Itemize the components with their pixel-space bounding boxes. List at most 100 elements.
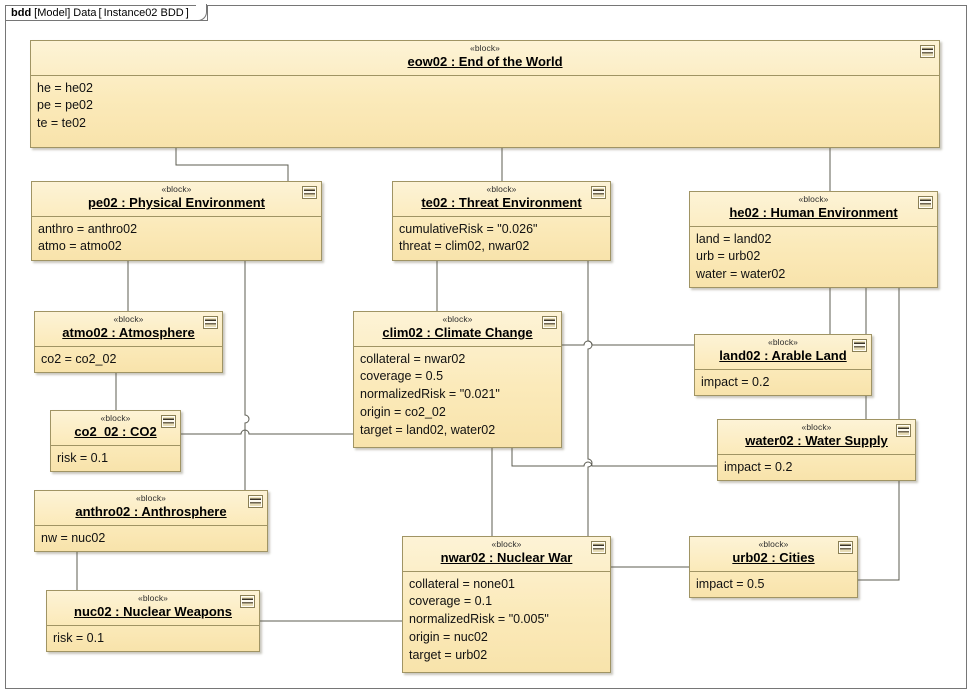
attribute-row: target = land02, water02 — [360, 422, 496, 437]
attribute-row: he = he02 — [37, 80, 93, 95]
block-header-co2_02: «block» co2_02 : CO2 — [51, 411, 180, 446]
block-compartment-icon[interactable] — [240, 595, 255, 608]
block-attributes-te02: cumulativeRisk = "0.026" threat = clim02… — [393, 217, 610, 260]
stereotype-label: «block» — [801, 422, 832, 432]
block-title: anthro02 : Anthrosphere — [75, 503, 227, 519]
attribute-row: impact = 0.5 — [696, 576, 765, 591]
block-compartment-icon[interactable] — [838, 541, 853, 554]
block-urb02[interactable]: «block» urb02 : Cities impact = 0.5 — [689, 536, 858, 598]
block-title: atmo02 : Atmosphere — [62, 324, 195, 340]
diagram-bracket-open: [ — [98, 6, 102, 19]
attribute-row: origin = co2_02 — [360, 404, 446, 419]
stereotype-label: «block» — [136, 493, 166, 503]
block-title: eow02 : End of the World — [407, 53, 563, 69]
block-header-urb02: «block» urb02 : Cities — [690, 537, 857, 572]
block-anthro02[interactable]: «block» anthro02 : Anthrosphere nw = nuc… — [34, 490, 268, 552]
attribute-row: cumulativeRisk = "0.026" — [399, 221, 538, 236]
stereotype-label: «block» — [798, 194, 829, 204]
block-title: water02 : Water Supply — [745, 432, 888, 448]
stereotype-label: «block» — [491, 539, 522, 549]
attribute-row: coverage = 0.5 — [360, 369, 444, 384]
attribute-row: te = te02 — [37, 116, 86, 131]
block-header-anthro02: «block» anthro02 : Anthrosphere — [35, 491, 267, 526]
attribute-row: anthro = anthro02 — [38, 221, 138, 236]
attribute-row: urb = urb02 — [696, 249, 761, 264]
stereotype-label: «block» — [470, 43, 500, 53]
attribute-row: land = land02 — [696, 231, 772, 246]
block-land02[interactable]: «block» land02 : Arable Land impact = 0.… — [694, 334, 872, 396]
attribute-row: collateral = none01 — [409, 576, 515, 591]
block-te02[interactable]: «block» te02 : Threat Environment cumula… — [392, 181, 611, 261]
block-compartment-icon[interactable] — [852, 339, 867, 352]
stereotype-label: «block» — [161, 184, 192, 194]
block-title: land02 : Arable Land — [719, 347, 847, 363]
block-header-nwar02: «block» nwar02 : Nuclear War — [403, 537, 610, 572]
block-nwar02[interactable]: «block» nwar02 : Nuclear War collateral … — [402, 536, 611, 673]
block-header-water02: «block» water02 : Water Supply — [718, 420, 915, 455]
diagram-name-label: Instance02 BDD — [103, 6, 184, 19]
block-co2_02[interactable]: «block» co2_02 : CO2 risk = 0.1 — [50, 410, 181, 472]
attribute-row: water = water02 — [696, 267, 786, 282]
attribute-row: impact = 0.2 — [724, 459, 793, 474]
block-compartment-icon[interactable] — [896, 424, 911, 437]
block-title: co2_02 : CO2 — [74, 423, 157, 439]
block-compartment-icon[interactable] — [161, 415, 176, 428]
block-water02[interactable]: «block» water02 : Water Supply impact = … — [717, 419, 916, 481]
block-header-te02: «block» te02 : Threat Environment — [393, 182, 610, 217]
attribute-row: normalizedRisk = "0.005" — [409, 612, 549, 627]
stereotype-label: «block» — [138, 593, 168, 603]
block-header-clim02: «block» clim02 : Climate Change — [354, 312, 561, 347]
block-attributes-clim02: collateral = nwar02 coverage = 0.5 norma… — [354, 347, 561, 445]
block-attributes-co2_02: risk = 0.1 — [51, 446, 180, 471]
block-attributes-he02: land = land02 urb = urb02 water = water0… — [690, 227, 937, 287]
attribute-row: collateral = nwar02 — [360, 351, 466, 366]
attribute-row: pe = pe02 — [37, 98, 93, 113]
block-title: nuc02 : Nuclear Weapons — [74, 603, 232, 619]
block-nuc02[interactable]: «block» nuc02 : Nuclear Weapons risk = 0… — [46, 590, 260, 652]
block-eow02[interactable]: «block» eow02 : End of the World he = he… — [30, 40, 940, 148]
block-attributes-nuc02: risk = 0.1 — [47, 626, 259, 651]
block-pe02[interactable]: «block» pe02 : Physical Environment anth… — [31, 181, 322, 261]
block-compartment-icon[interactable] — [203, 316, 218, 329]
block-title: nwar02 : Nuclear War — [440, 549, 573, 565]
block-header-land02: «block» land02 : Arable Land — [695, 335, 871, 370]
block-compartment-icon[interactable] — [248, 495, 263, 508]
stereotype-label: «block» — [768, 337, 798, 347]
stereotype-label: «block» — [113, 314, 144, 324]
block-compartment-icon[interactable] — [302, 186, 317, 199]
block-attributes-land02: impact = 0.2 — [695, 370, 871, 395]
attribute-row: impact = 0.2 — [701, 374, 770, 389]
frame-tab-corner — [195, 4, 207, 21]
attribute-row: normalizedRisk = "0.021" — [360, 387, 500, 402]
diagram-frame-label: bdd [Model] Data [ Instance02 BDD ] — [5, 4, 208, 21]
block-compartment-icon[interactable] — [591, 186, 606, 199]
block-attributes-nwar02: collateral = none01 coverage = 0.1 norma… — [403, 572, 610, 670]
block-compartment-icon[interactable] — [918, 196, 933, 209]
block-atmo02[interactable]: «block» atmo02 : Atmosphere co2 = co2_02 — [34, 311, 223, 373]
attribute-row: atmo = atmo02 — [38, 239, 122, 254]
block-attributes-pe02: anthro = anthro02 atmo = atmo02 — [32, 217, 321, 260]
stereotype-label: «block» — [442, 314, 473, 324]
block-title: pe02 : Physical Environment — [87, 194, 265, 210]
block-clim02[interactable]: «block» clim02 : Climate Change collater… — [353, 311, 562, 448]
attribute-row: nw = nuc02 — [41, 530, 106, 545]
stereotype-label: «block» — [758, 539, 789, 549]
block-compartment-icon[interactable] — [920, 45, 935, 58]
block-title: te02 : Threat Environment — [421, 194, 582, 210]
block-compartment-icon[interactable] — [591, 541, 606, 554]
block-header-pe02: «block» pe02 : Physical Environment — [32, 182, 321, 217]
block-he02[interactable]: «block» he02 : Human Environment land = … — [689, 191, 938, 288]
attribute-row: risk = 0.1 — [57, 450, 109, 465]
diagram-kind-label: bdd — [11, 6, 32, 19]
block-header-nuc02: «block» nuc02 : Nuclear Weapons — [47, 591, 259, 626]
diagram-package-label: [Model] Data — [34, 6, 97, 19]
stereotype-label: «block» — [486, 184, 517, 194]
stereotype-label: «block» — [100, 413, 131, 423]
block-attributes-urb02: impact = 0.5 — [690, 572, 857, 597]
attribute-row: origin = nuc02 — [409, 629, 488, 644]
attribute-row: target = urb02 — [409, 647, 488, 662]
diagram-bracket-close: ] — [185, 6, 189, 19]
block-header-he02: «block» he02 : Human Environment — [690, 192, 937, 227]
block-compartment-icon[interactable] — [542, 316, 557, 329]
block-header-eow02: «block» eow02 : End of the World — [31, 41, 939, 76]
